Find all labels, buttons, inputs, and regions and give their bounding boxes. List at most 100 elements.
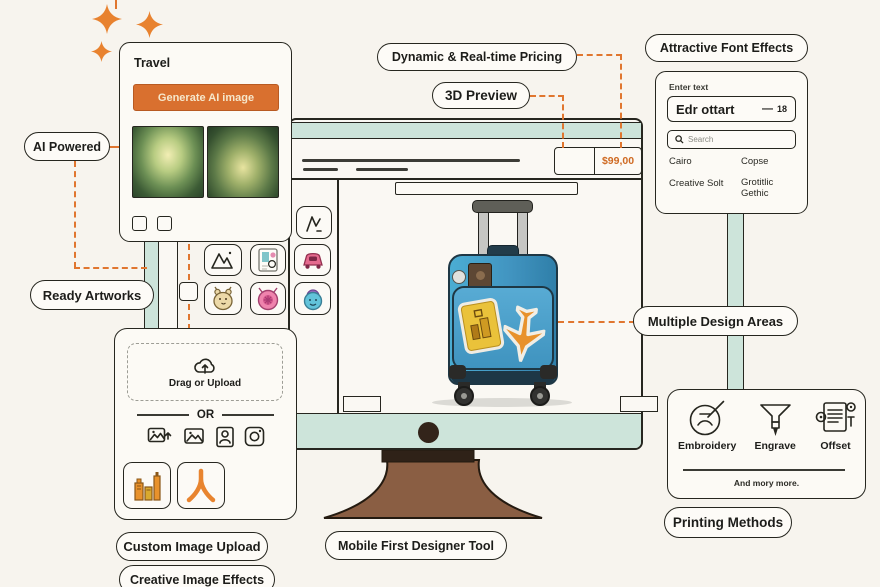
- panel-title: Travel: [134, 56, 171, 70]
- monitor-chin: [290, 413, 641, 448]
- sparkle-icon: [136, 11, 163, 38]
- callout-3d-preview: 3D Preview: [432, 82, 530, 109]
- upload-source-icons: [147, 425, 265, 448]
- connector-bar-white-left: [158, 240, 178, 332]
- connector-dash: [620, 54, 622, 148]
- callout-creative-image-effects: Creative Image Effects: [119, 565, 275, 587]
- font-option[interactable]: Copse: [741, 156, 769, 167]
- font-option[interactable]: Grotitlic Gethic: [741, 177, 774, 199]
- suitcase-shadow: [432, 398, 572, 407]
- image-icon[interactable]: [183, 426, 206, 447]
- image-upload-icon[interactable]: [147, 425, 174, 448]
- offset-press-icon: [815, 402, 856, 432]
- thumbnail-checkbox[interactable]: [132, 216, 147, 231]
- dropzone-label: Drag or Upload: [168, 378, 242, 389]
- canvas-handle-right[interactable]: [620, 396, 658, 412]
- connector-dash: [558, 321, 635, 323]
- font-size-value[interactable]: 18: [776, 104, 787, 114]
- artwork-tile-pink-car[interactable]: [294, 244, 331, 276]
- text-input-value: Edr ottart: [676, 101, 735, 117]
- method-embroidery[interactable]: Embroidery: [678, 400, 736, 452]
- enter-text-label: Enter text: [669, 82, 709, 92]
- monitor-stand: [323, 450, 543, 519]
- callout-ai-powered: AI Powered: [24, 132, 110, 161]
- ai-image-thumbnail-arch[interactable]: [207, 126, 279, 198]
- toolbar-text-placeholder: [303, 168, 338, 171]
- toolbar-divider: [290, 178, 641, 180]
- printing-methods-row: Embroidery Engrave Offset: [678, 400, 857, 452]
- suitcase-wheel: [454, 386, 474, 406]
- generate-ai-image-button[interactable]: Generate AI image: [133, 84, 279, 111]
- custom-art-tile-tripod[interactable]: [177, 462, 225, 509]
- font-list: Cairo Copse Creative Solt Grotitlic Geth…: [669, 156, 797, 200]
- connector-dash: [74, 161, 76, 268]
- method-offset[interactable]: Offset: [814, 400, 857, 452]
- corner-guard: [449, 365, 466, 379]
- quantity-box[interactable]: [554, 147, 595, 175]
- browser-top-bar: [290, 122, 641, 139]
- monitor-logo-dot: [418, 422, 439, 443]
- callout-dynamic-pricing: Dynamic & Real-time Pricing: [377, 43, 577, 71]
- callout-font-effects: Attractive Font Effects: [645, 34, 808, 62]
- font-search-input[interactable]: Search: [667, 130, 796, 149]
- method-label: Embroidery: [678, 440, 737, 452]
- or-label: OR: [196, 409, 215, 421]
- portrait-card-icon[interactable]: [215, 426, 235, 448]
- canvas-left-divider: [337, 180, 339, 413]
- more-methods-note: And mory more.: [733, 478, 800, 488]
- artwork-tile-blue-monster[interactable]: [294, 282, 331, 315]
- callout-ready-artworks: Ready Artworks: [30, 280, 154, 310]
- connector-dash: [562, 95, 564, 148]
- corner-guard: [540, 365, 557, 379]
- callout-printing-methods: Printing Methods: [664, 507, 792, 538]
- toolbar-text-placeholder: [302, 159, 520, 162]
- canvas-handle-left[interactable]: [343, 396, 381, 412]
- size-dash: —: [761, 103, 773, 115]
- suitcase-wheel: [530, 386, 550, 406]
- suitcase-handle-grip: [472, 200, 533, 213]
- search-icon: [675, 135, 684, 144]
- artwork-tile-sticker-card[interactable]: [250, 244, 286, 276]
- suitcase-pocket[interactable]: [452, 286, 554, 370]
- thumbnail-checkbox[interactable]: [157, 216, 172, 231]
- embroidery-icon: [689, 400, 725, 436]
- printing-methods-panel: Embroidery Engrave Offset And mory more.: [667, 389, 866, 499]
- price-value: $99,00: [595, 147, 642, 175]
- camera-icon[interactable]: [244, 426, 265, 447]
- font-option[interactable]: Creative Solt: [669, 178, 724, 189]
- panel-divider: [683, 469, 845, 471]
- text-input[interactable]: Edr ottart — 18: [667, 96, 796, 122]
- callout-multiple-design-areas: Multiple Design Areas: [633, 306, 798, 336]
- sparkle-icon: [91, 41, 112, 62]
- connector-dash: [108, 146, 120, 148]
- airplane-sticker[interactable]: [500, 302, 549, 365]
- ai-image-thumbnail-jungle[interactable]: [132, 126, 204, 198]
- suitcase-base: [450, 371, 556, 384]
- artwork-tile-hamster[interactable]: [204, 282, 242, 315]
- method-engrave[interactable]: Engrave: [754, 400, 796, 452]
- upload-dropzone[interactable]: Drag or Upload: [127, 343, 283, 401]
- custom-art-tile-bottles[interactable]: [123, 462, 171, 509]
- sparkle-icon: [92, 4, 122, 34]
- upload-panel: Drag or Upload OR: [114, 328, 297, 520]
- price-widget: $99,00: [554, 147, 642, 175]
- cloud-upload-icon: [194, 358, 215, 374]
- connector-dash: [115, 0, 117, 9]
- search-placeholder: Search: [688, 135, 714, 144]
- font-effects-panel: Enter text Edr ottart — 18 Search Cairo …: [655, 71, 808, 214]
- luggage-tag-sticker[interactable]: [460, 300, 502, 352]
- artwork-tile-scribble[interactable]: [296, 206, 332, 239]
- method-label: Engrave: [754, 440, 796, 452]
- engrave-icon: [759, 404, 791, 436]
- method-label: Offset: [820, 440, 851, 452]
- callout-custom-image-upload: Custom Image Upload: [116, 532, 268, 561]
- artwork-tile-mountains[interactable]: [204, 244, 242, 276]
- suitcase-knob: [452, 270, 466, 284]
- mini-checkbox[interactable]: [179, 282, 198, 301]
- connector-bar-mint-right: [727, 212, 744, 394]
- connector-dash: [530, 95, 564, 97]
- artwork-tile-pink-monster[interactable]: [250, 282, 286, 315]
- font-option[interactable]: Cairo: [669, 156, 692, 167]
- or-divider: OR: [115, 409, 296, 421]
